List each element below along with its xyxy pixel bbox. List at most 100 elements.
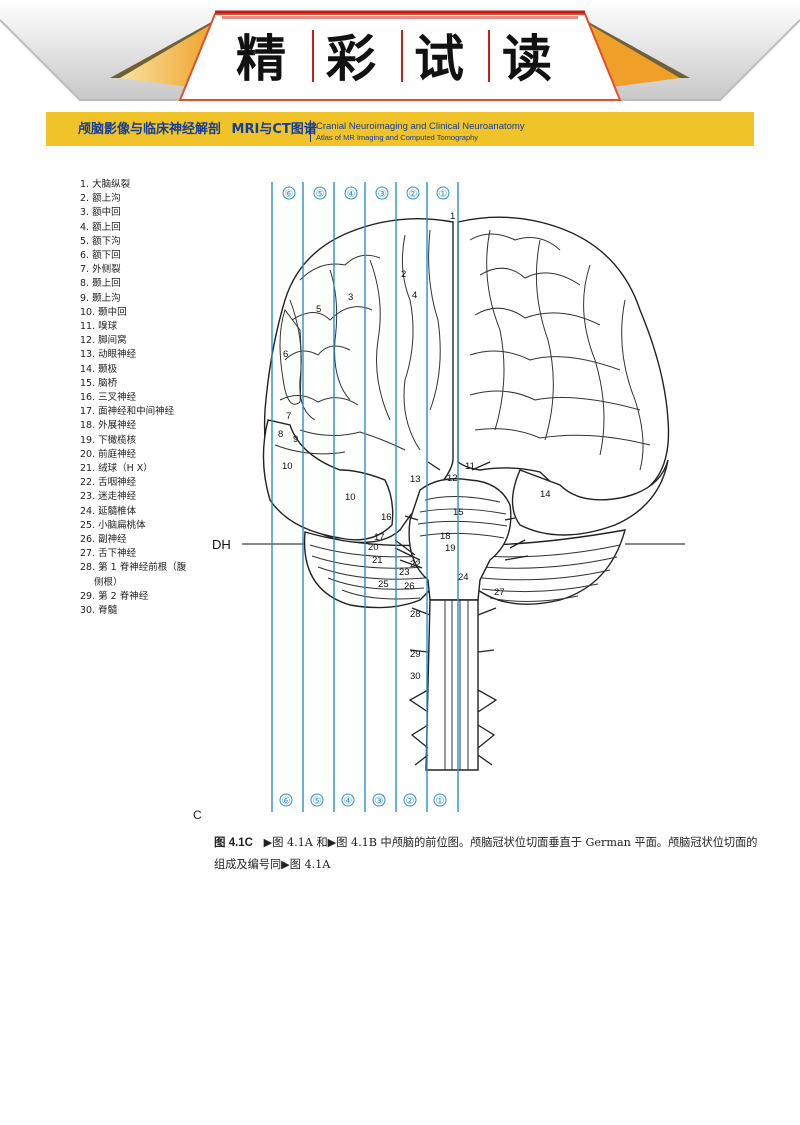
figure-number: 图 4.1C [214,837,253,849]
legend-item: 11. 嗅球 [80,321,118,333]
structure-number: 4 [412,290,417,301]
right-gyri [469,229,651,471]
legend-item: 26. 副神经 [80,534,127,546]
legend-item: 27. 舌下神经 [80,548,137,560]
structure-number: 7 [286,411,291,422]
section-marker-1: ① [439,189,448,200]
legend-item: 1. 大脑纵裂 [80,179,131,190]
legend-item-continuation: 侧根） [94,576,123,588]
section-lines [271,182,459,812]
legend-item: 23. 迷走神经 [80,491,137,503]
structure-number-labels: 1 2 3 4 5 6 7 8 9 10 10 11 12 13 14 15 1… [278,211,551,682]
structure-number: 22 [410,559,421,570]
figure-panel-letter: C [193,808,202,822]
legend-item: 14. 颞极 [80,363,118,375]
spinal-cord-lines [444,600,469,770]
book-title-en: Cranial Neuroimaging and Clinical Neuroa… [316,121,525,132]
legend-item: 22. 舌咽神经 [80,477,137,489]
book-title-zh-main: 颅脑影像与临床神经解剖 [78,122,222,137]
dh-label: DH [212,537,231,552]
right-hemisphere [457,216,670,505]
legend-item: 25. 小脑扁桃体 [80,519,146,531]
legend-item: 24. 延髓椎体 [80,505,137,517]
structure-number: 19 [445,543,456,554]
banner-char-1: 精 [236,30,286,88]
structure-number: 17 [374,532,385,543]
structure-number: 23 [399,567,410,578]
legend-item: 12. 脚间窝 [80,335,127,347]
structure-number: 26 [404,581,415,592]
structure-number: 20 [368,542,379,553]
book-title-zh: 颅脑影像与临床神经解剖 MRI与CT图谱 [78,118,317,137]
cranial-nerves [394,461,529,569]
structure-number: 5 [316,304,321,315]
structure-number: 12 [447,473,458,484]
section-marker-2: ② [406,796,415,807]
structure-number: 15 [453,507,464,518]
legend-item: 5. 额下沟 [80,235,121,247]
structure-number: 30 [410,671,421,682]
structure-number: 10 [345,492,356,503]
section-marker-6: ⑥ [285,189,294,200]
spinal-nerve-roots [408,607,498,766]
legend-item: 17. 面神经和中间神经 [80,406,175,418]
section-marker-3: ③ [375,796,384,807]
legend-item: 16. 三叉神经 [80,392,137,404]
section-markers-bottom: ⑥ ⑤ ④ ③ ② ① [279,793,447,807]
figure-caption: 图 4.1C ▶图 4.1A 和▶图 4.1B 中颅脑的前位图。颅脑冠状位切面垂… [214,832,762,875]
legend-item: 30. 脊髓 [80,605,118,617]
legend-item: 13. 动眼神经 [80,349,137,361]
left-gyri [274,229,441,455]
section-markers-top: ⑥ ⑤ ④ ③ ② ① [282,186,450,200]
structure-number: 2 [401,269,406,280]
structure-number: 10 [282,461,293,472]
structure-number: 1 [450,211,455,222]
structure-number: 8 [278,429,283,440]
legend-item: 21. 绒球（H X） [80,463,153,475]
banner-char-4: 读 [502,30,552,88]
structure-legend: 1. 大脑纵裂 2. 额上沟 3. 额中回 4. 额上回 5. 额下沟 6. 额… [80,178,186,618]
legend-item: 28. 第 1 脊神经前根（腹侧根） [80,561,186,589]
left-temporal-lobe [262,419,394,541]
structure-number: 3 [348,292,353,303]
section-marker-3: ③ [378,189,387,200]
legend-item: 10. 颞中回 [80,306,127,318]
structure-number: 25 [378,579,389,590]
book-title-suffix: MRI与CT图谱 [231,122,317,137]
brain-anterior-view-figure: DH ⑥ ⑤ ④ ③ ② ① ⑥ ⑤ ④ ③ ② ① 1 2 3 4 5 6 7… [212,182,685,812]
legend-item: 19. 下橄榄核 [80,434,137,446]
structure-number: 11 [465,461,475,472]
legend-item: 29. 第 2 脊神经 [80,590,149,602]
brainstem [408,478,512,601]
header-separator [310,120,311,142]
legend-item: 2. 额上沟 [80,193,121,205]
header-strip [46,112,754,146]
legend-item: 7. 外侧裂 [80,264,121,276]
section-marker-4: ④ [344,796,353,807]
legend-item: 18. 外展神经 [80,420,137,432]
section-marker-1: ① [436,796,445,807]
structure-number: 9 [293,434,298,445]
legend-item: 3. 额中回 [80,207,121,219]
structure-number: 28 [410,609,421,620]
section-marker-5: ⑤ [313,796,322,807]
section-marker-4: ④ [347,189,356,200]
figure-caption-text: ▶图 4.1A 和▶图 4.1B 中颅脑的前位图。颅脑冠状位切面垂直于 Germ… [214,836,758,871]
structure-number: 29 [410,649,421,660]
legend-item: 15. 脑桥 [80,377,118,389]
section-marker-2: ② [409,189,418,200]
structure-number: 14 [540,489,551,500]
structure-number: 24 [458,572,469,583]
structure-number: 16 [381,512,392,523]
banner-char-2: 彩 [326,30,376,88]
legend-item-line: 28. 第 1 脊神经前根（腹 [80,562,187,574]
legend-item: 4. 额上回 [80,221,121,233]
book-subtitle-en: Atlas of MR Imaging and Computed Tomogra… [316,133,479,142]
legend-item: 8. 颞上回 [80,278,121,290]
structure-number: 18 [440,531,451,542]
banner [0,0,800,101]
section-marker-6: ⑥ [282,796,291,807]
legend-item: 9. 颞上沟 [80,292,121,304]
structure-number: 6 [283,349,288,360]
section-marker-5: ⑤ [316,189,325,200]
